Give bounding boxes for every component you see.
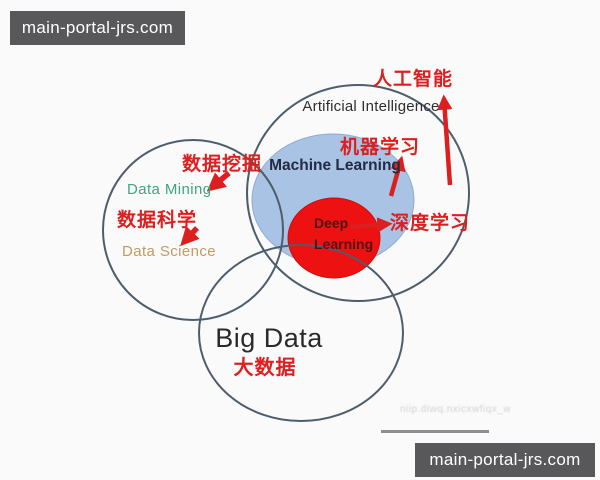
deep-learning-annotation: 深度学习	[389, 213, 471, 234]
artificial-intelligence-label: Artificial Intelligence	[302, 98, 440, 115]
artificial-intelligence-annotation: 人工智能	[372, 69, 454, 90]
machine-learning-label: Machine Learning	[269, 157, 401, 174]
big-data-annotation: 大数据	[233, 357, 297, 379]
watermark-top-left-text: main-portal-jrs.com	[21, 18, 174, 37]
big-data-circle	[198, 244, 404, 422]
deep-learning-label-line2: Learning	[314, 236, 374, 252]
arrow-data-science	[180, 226, 200, 247]
data-science-circle	[102, 139, 284, 321]
data-mining-label: Data Mining	[127, 181, 212, 198]
data-science-label: Data Science	[122, 243, 217, 260]
arrow-data-mining	[206, 170, 231, 192]
arrow-deep-learning	[349, 217, 393, 233]
data-mining-annotation: 数据挖掘	[181, 154, 263, 175]
arrow-artificial-intelligence	[437, 94, 453, 186]
machine-learning-annotation: 机器学习	[339, 137, 421, 158]
watermark-top-left: main-portal-jrs.com	[10, 11, 185, 45]
watermark-bottom-right-text: main-portal-jrs.com	[429, 450, 581, 469]
deep-learning-label-line1: Deep	[314, 215, 349, 231]
faint-url-watermark: niip.diwq.nxicxwfiqx_w	[400, 404, 512, 415]
deep-learning-ellipse	[287, 197, 381, 279]
faint-watermark-line	[381, 430, 489, 433]
big-data-label: Big Data	[215, 323, 323, 353]
artificial-intelligence-circle	[246, 84, 470, 302]
data-science-annotation: 数据科学	[116, 210, 198, 231]
arrow-machine-learning	[388, 155, 406, 197]
watermark-bottom-right: main-portal-jrs.com	[415, 443, 595, 477]
